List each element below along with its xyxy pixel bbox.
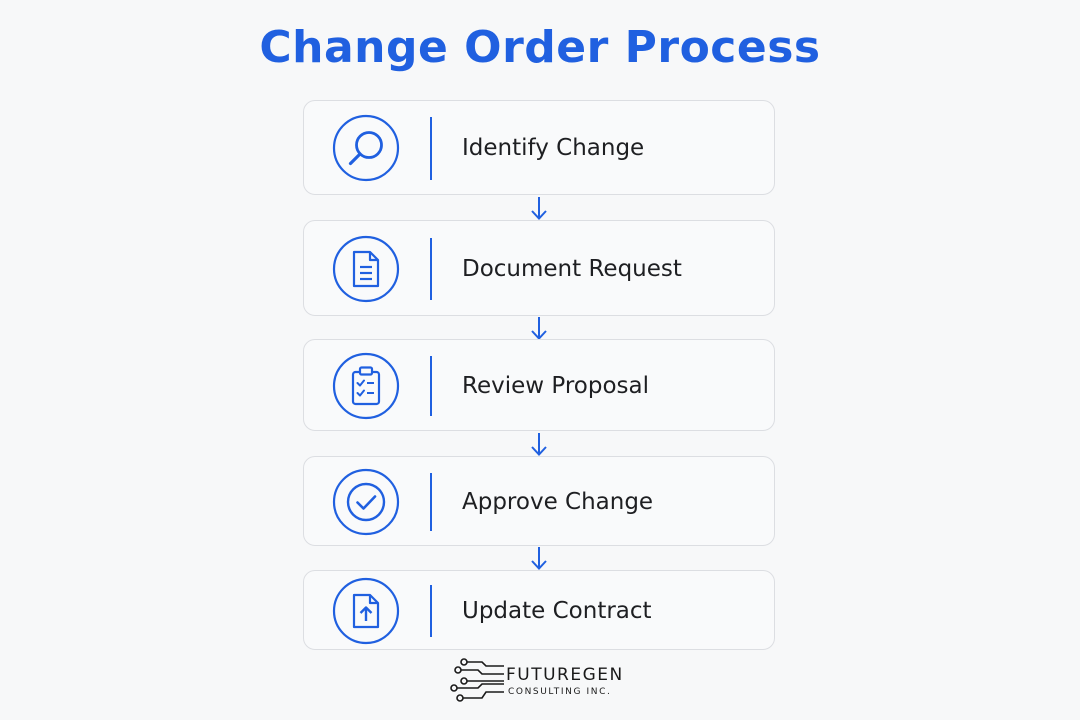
step-update-contract: Update Contract bbox=[303, 570, 775, 650]
file-upload-icon bbox=[332, 577, 400, 645]
connector-arrow-icon bbox=[528, 432, 550, 458]
connector-arrow-icon bbox=[528, 316, 550, 342]
step-identify-change: Identify Change bbox=[303, 100, 775, 195]
clipboard-checklist-icon bbox=[332, 352, 400, 420]
step-document-request: Document Request bbox=[303, 220, 775, 316]
step-review-proposal: Review Proposal bbox=[303, 339, 775, 431]
connector-arrow-icon bbox=[528, 546, 550, 572]
step-divider bbox=[430, 356, 432, 416]
step-divider bbox=[430, 473, 432, 531]
step-divider bbox=[430, 117, 432, 180]
step-label: Document Request bbox=[462, 256, 682, 282]
step-divider bbox=[430, 585, 432, 637]
step-label: Update Contract bbox=[462, 598, 652, 624]
connector-arrow-icon bbox=[528, 196, 550, 222]
step-divider bbox=[430, 238, 432, 300]
step-approve-change: Approve Change bbox=[303, 456, 775, 546]
logo-subtitle: CONSULTING INC. bbox=[508, 687, 612, 697]
magnifier-icon bbox=[332, 114, 400, 182]
step-label: Identify Change bbox=[462, 135, 645, 161]
page-title: Change Order Process bbox=[259, 22, 821, 73]
circuit-traces-icon bbox=[448, 656, 506, 706]
step-label: Approve Change bbox=[462, 489, 654, 515]
checkmark-circle-icon bbox=[332, 468, 400, 536]
logo-name: FUTUREGEN bbox=[506, 665, 624, 685]
step-label: Review Proposal bbox=[462, 373, 649, 399]
company-logo: FUTUREGEN CONSULTING INC. bbox=[448, 656, 628, 706]
document-icon bbox=[332, 235, 400, 303]
